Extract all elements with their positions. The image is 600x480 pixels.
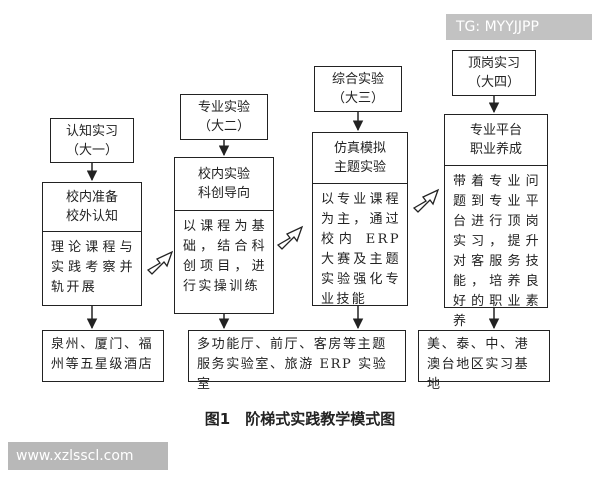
header-year: （大四） [467, 75, 520, 90]
stage-header-junior: 综合实验 （大三） [314, 66, 402, 112]
header-year: （大三） [331, 91, 384, 106]
header-year: （大一） [65, 142, 118, 158]
header-title: 认知实习 [65, 123, 118, 139]
stage-line-2: 校外认知 [65, 209, 118, 224]
stage-box-simulation: 仿真模拟 主题实验 [312, 132, 408, 184]
stage-line-2: 科创导向 [197, 186, 250, 201]
watermark-top: TG: MYYJJPP [446, 14, 592, 40]
stage-description-lab: 以课程为基础，结合科创项目，进行实操训练 [174, 211, 274, 314]
header-title: 综合实验 [331, 72, 384, 87]
figure-caption: 图1 阶梯式实践教学模式图 [204, 410, 396, 428]
stage-line-2: 主题实验 [333, 160, 386, 175]
step-arrow-3 [412, 188, 440, 213]
header-title: 专业实验 [197, 100, 250, 115]
step-arrow-2 [276, 225, 304, 250]
stage-line-1: 校内准备 [65, 190, 118, 205]
stage-box-internship: 专业平台 职业养成 [444, 114, 548, 166]
stage-line-1: 校内实验 [197, 167, 250, 182]
stage-line-2: 职业养成 [469, 142, 522, 157]
step-arrow-1 [146, 250, 174, 275]
stage-description-cognitive: 理论课程与实践考察并轨开展 [42, 232, 142, 306]
stage-description-simulation: 以专业课程为主，通过校内 ERP 大赛及主题实验强化专业技能 [312, 184, 408, 307]
bottom-box-hotels: 泉州、厦门、福州等五星级酒店 [42, 330, 164, 382]
watermark-bottom: www.xzlsscl.com [8, 442, 168, 470]
bottom-box-overseas: 美、泰、中、港澳台地区实习基地 [418, 330, 550, 392]
header-title: 顶岗实习 [467, 56, 520, 71]
stage-line-1: 专业平台 [469, 123, 522, 138]
stage-header-senior: 顶岗实习 （大四） [452, 50, 536, 96]
stage-box-cognitive: 校内准备 校外认知 [42, 182, 142, 232]
stage-header-sophomore: 专业实验 （大二） [180, 94, 268, 140]
header-year: （大二） [197, 119, 250, 134]
stage-description-internship: 带着专业问题到专业平台进行顶岗实习，提升对客服务技能，培养良好的职业素养 [444, 166, 548, 329]
stage-box-lab: 校内实验 科创导向 [174, 157, 274, 211]
stage-line-1: 仿真模拟 [333, 141, 386, 156]
bottom-box-labs: 多功能厅、前厅、客房等主题服务实验室、旅游 ERP 实验室 [188, 330, 406, 392]
stage-header-freshman: 认知实习 （大一） [50, 118, 134, 163]
